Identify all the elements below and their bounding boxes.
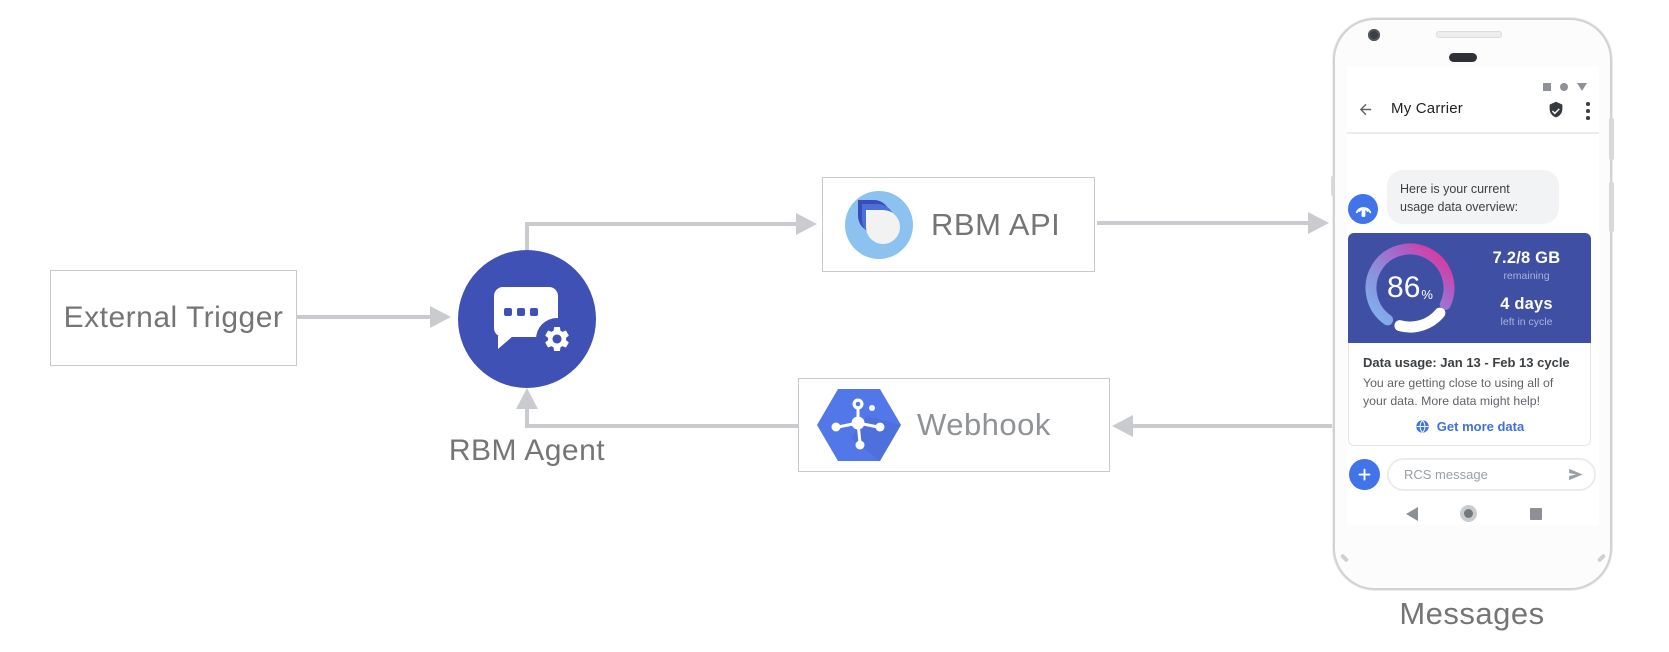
arrow-agent-to-api-line xyxy=(525,222,796,226)
nav-recents-button[interactable] xyxy=(1530,508,1542,520)
status-circle-icon xyxy=(1560,83,1568,91)
data-remaining-caption: remaining xyxy=(1503,269,1550,282)
message-compose-bar xyxy=(1387,458,1596,491)
verified-shield-icon xyxy=(1549,101,1563,118)
chat-dot-icon xyxy=(504,308,512,316)
chat-dot-icon xyxy=(530,308,538,316)
arrow-phone-to-webhook-head xyxy=(1112,415,1133,437)
days-left-caption: left in cycle xyxy=(1500,315,1553,328)
front-camera-icon xyxy=(1368,29,1380,41)
back-arrow-icon[interactable] xyxy=(1357,101,1374,118)
arrow-api-to-phone-head xyxy=(1308,212,1329,234)
webhook-label: Webhook xyxy=(917,407,1051,442)
usage-stats: 7.2/8 GB remaining 4 days left in cycle xyxy=(1462,233,1591,343)
arrow-webhook-to-agent-head xyxy=(516,388,538,409)
arrow-agent-to-api-riser xyxy=(525,222,529,254)
arrow-agent-to-api-head xyxy=(796,213,817,235)
chat-bubble-tail-icon xyxy=(498,336,513,349)
gear-icon xyxy=(536,318,578,360)
arrow-trigger-to-agent-head xyxy=(430,306,451,328)
overflow-menu-icon[interactable] xyxy=(1586,102,1590,120)
messages-caption: Messages xyxy=(1399,596,1545,631)
rbm-agent-label: RBM Agent xyxy=(448,434,606,467)
chat-dot-icon xyxy=(517,308,525,316)
earpiece-icon xyxy=(1449,53,1477,62)
status-triangle-icon xyxy=(1577,83,1587,91)
usage-card-header: 86 % 7.2/8 GB remaining 4 days left in c… xyxy=(1348,233,1591,343)
external-trigger-box: External Trigger xyxy=(50,270,297,366)
gauge-percent-symbol: % xyxy=(1421,286,1433,302)
rbm-agent-node xyxy=(458,250,596,388)
nav-home-button[interactable] xyxy=(1460,505,1477,522)
arrow-api-to-phone-line xyxy=(1097,221,1309,225)
webhook-hexagon-icon xyxy=(817,389,901,461)
bot-avatar xyxy=(1348,194,1378,224)
status-bar xyxy=(1543,83,1587,91)
nav-back-button[interactable] xyxy=(1406,507,1418,521)
rcs-message-input[interactable] xyxy=(1402,466,1567,483)
send-icon[interactable] xyxy=(1567,466,1584,483)
power-button[interactable] xyxy=(1609,118,1614,160)
external-trigger-label: External Trigger xyxy=(63,301,284,334)
volume-button[interactable] xyxy=(1609,182,1614,232)
sim-tray xyxy=(1331,176,1334,196)
conversation-title: My Carrier xyxy=(1391,100,1463,117)
usage-card-title: Data usage: Jan 13 - Feb 13 cycle xyxy=(1363,355,1570,370)
arrow-webhook-to-agent-riser xyxy=(525,407,529,426)
arrow-trigger-to-agent-line xyxy=(297,315,430,319)
arrow-webhook-to-agent-line xyxy=(525,424,798,428)
usage-card-body: Data usage: Jan 13 - Feb 13 cycle You ar… xyxy=(1348,343,1591,446)
rbm-api-label: RBM API xyxy=(931,206,1061,242)
gauge-percent: 86 xyxy=(1387,271,1421,304)
usage-card-text: You are getting close to using all of yo… xyxy=(1363,376,1554,408)
status-square-icon xyxy=(1543,83,1551,91)
webhook-box: Webhook xyxy=(798,378,1110,472)
rbm-api-box: RBM API xyxy=(822,177,1095,272)
plus-icon xyxy=(1358,468,1371,481)
globe-icon xyxy=(1416,419,1429,433)
bot-message-bubble: Here is your current usage data overview… xyxy=(1387,170,1559,224)
gauge-value: 86 % xyxy=(1360,238,1460,338)
antenna-icon xyxy=(1355,206,1371,217)
header-divider xyxy=(1347,132,1599,134)
rbm-api-logo-icon xyxy=(845,190,913,259)
days-left-value: 4 days xyxy=(1500,294,1553,313)
data-remaining-value: 7.2/8 GB xyxy=(1492,248,1561,267)
attach-plus-button[interactable] xyxy=(1349,459,1380,490)
get-more-data-label: Get more data xyxy=(1436,418,1525,434)
usage-gauge: 86 % xyxy=(1360,238,1460,338)
top-speaker-icon xyxy=(1436,31,1502,38)
get-more-data-button[interactable]: Get more data xyxy=(1363,419,1576,434)
arrow-phone-to-webhook-line xyxy=(1133,424,1345,428)
